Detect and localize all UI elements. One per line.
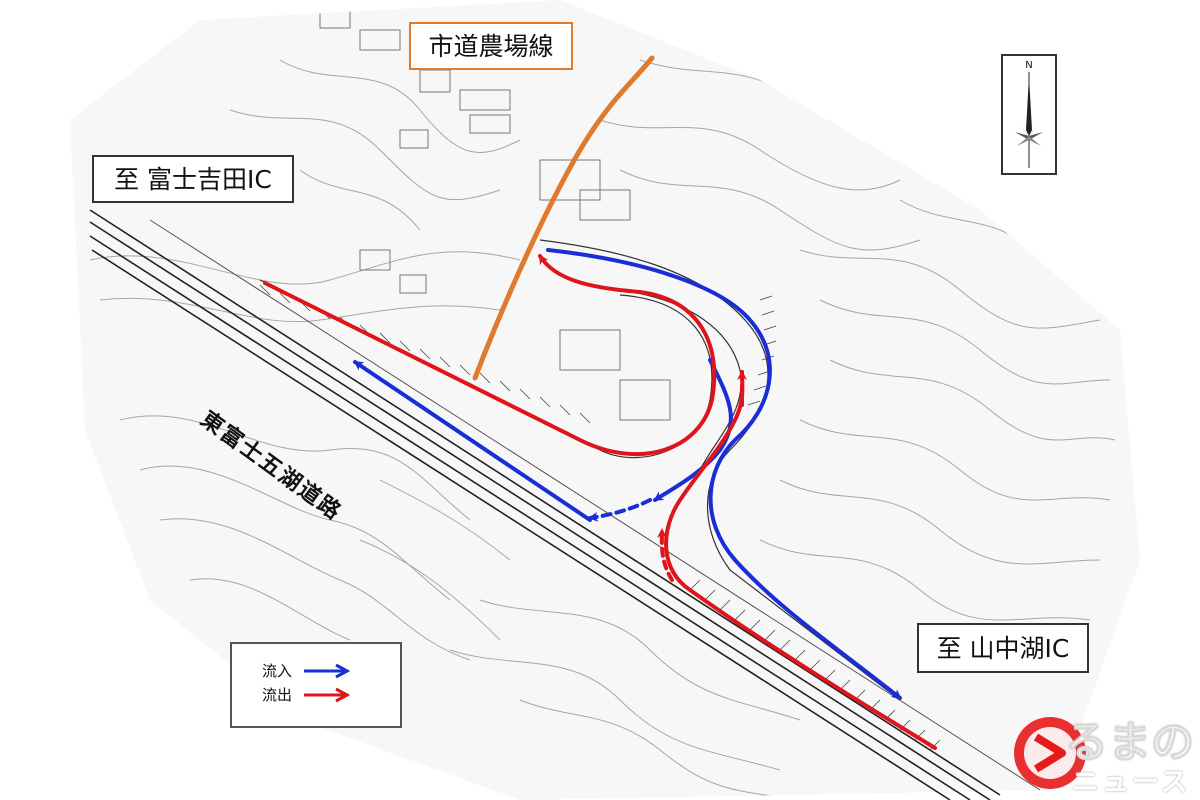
compass-rose-icon — [1015, 72, 1043, 168]
inflow-route-dashed — [588, 498, 652, 522]
outflow-routes — [263, 254, 937, 750]
expressway — [89, 209, 1041, 800]
inflow-route-to-fujiyoshida — [653, 358, 733, 502]
to-yamanakako-ic-label: 至 山中湖IC — [917, 623, 1089, 673]
logo-text-kurumano: るまの — [1065, 718, 1195, 769]
outflow-route-from-yamanakako — [664, 370, 937, 750]
outflow-route-dashed-2 — [656, 528, 674, 582]
arrow-right-icon — [304, 663, 351, 678]
legend-inflow-label: 流入 — [262, 662, 293, 680]
legend: 流入 流出 — [230, 642, 402, 728]
to-fujiyoshida-ic-label: 至 富士吉田IC — [92, 155, 294, 203]
village-buildings — [319, 9, 671, 421]
legend-outflow-label: 流出 — [262, 686, 293, 704]
farm-road-line — [472, 55, 655, 381]
embankment-hatching — [259, 284, 941, 751]
compass-north-label: N — [1025, 60, 1033, 71]
kurumanonews-logo — [1014, 717, 1086, 789]
inflow-route-to-yamanakako — [546, 248, 902, 700]
outflow-route-from-fujiyoshida — [263, 254, 717, 456]
legend-outflow: 流出 — [262, 684, 351, 705]
inflow-routes — [353, 248, 902, 700]
north-compass: N — [1001, 54, 1057, 175]
inflow-route-main-west — [353, 360, 592, 522]
logo-text-news: ニュース — [1072, 767, 1191, 798]
farm-road-label: 市道農場線 — [409, 22, 573, 70]
legend-inflow: 流入 — [262, 660, 351, 681]
arrow-right-icon — [304, 687, 351, 702]
